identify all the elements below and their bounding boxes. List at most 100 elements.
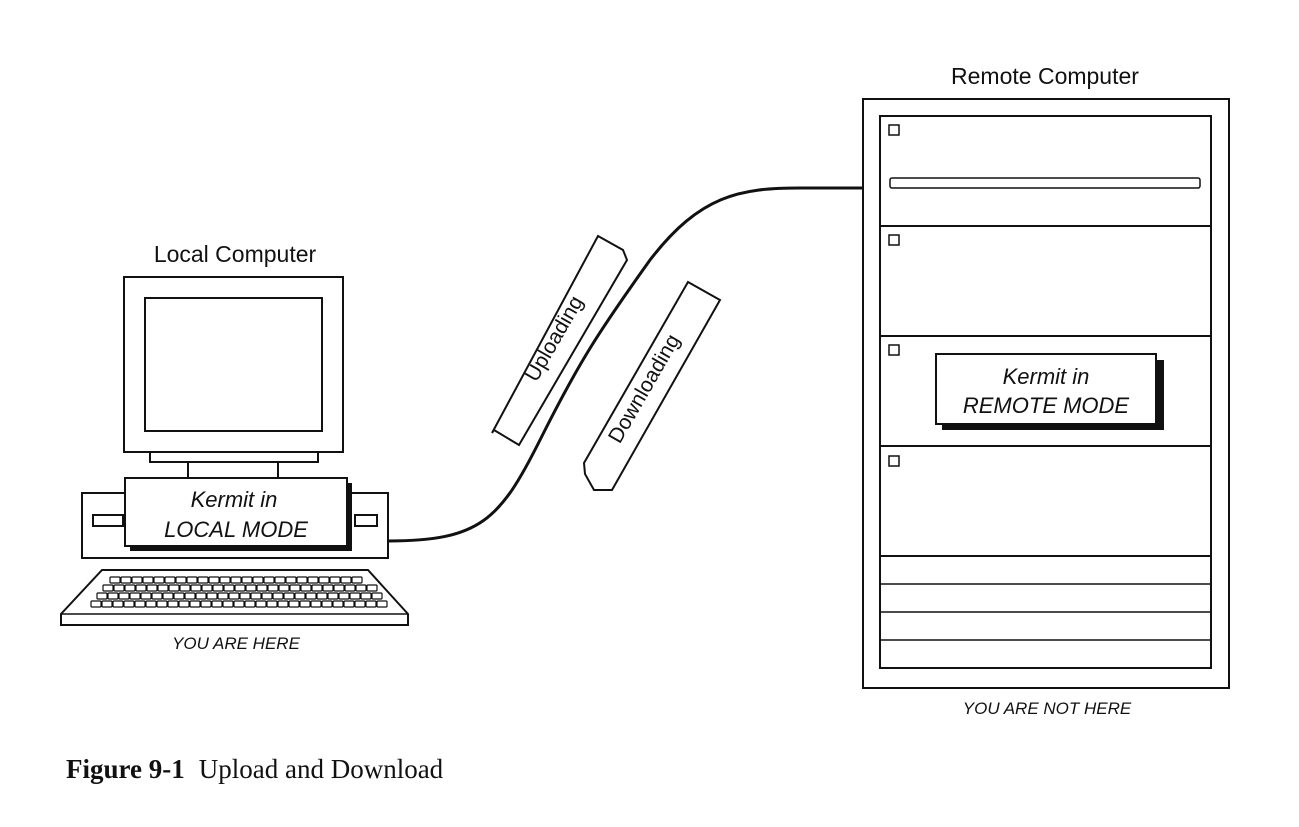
keyboard-key (318, 576, 330, 584)
remote-computer (862, 98, 1230, 689)
keyboard-key (343, 600, 355, 608)
keyboard-key (244, 600, 256, 608)
keyboard-key (338, 592, 350, 600)
keyboard-key (321, 600, 333, 608)
keyboard-key (164, 576, 176, 584)
keyboard-key (329, 576, 341, 584)
keyboard-key (118, 592, 130, 600)
keyboard-key (365, 600, 377, 608)
keyboard-key (157, 584, 169, 592)
keyboard-key (233, 600, 245, 608)
keyboard-key (234, 584, 246, 592)
local-mode-label-line1: Kermit in (191, 487, 278, 512)
keyboard-key (322, 584, 334, 592)
keyboard-key (175, 576, 187, 584)
keyboard-key (109, 576, 121, 584)
keyboard-key (217, 592, 229, 600)
local-mode-label-line2: LOCAL MODE (164, 517, 308, 542)
local-computer-title: Local Computer (154, 241, 317, 267)
remote-mode-label-box (935, 353, 1164, 430)
keyboard-key (173, 592, 185, 600)
keyboard-key (252, 576, 264, 584)
keyboard-key (311, 584, 323, 592)
keyboard-key (263, 576, 275, 584)
keyboard-key (134, 600, 146, 608)
local-computer (60, 276, 409, 626)
keyboard-key (96, 592, 108, 600)
keyboard-key (294, 592, 306, 600)
keyboard-key (305, 592, 317, 600)
keyboard-key (167, 600, 179, 608)
local-location-note: YOU ARE HERE (172, 634, 301, 653)
keyboard-key (201, 584, 213, 592)
download-arrow (582, 280, 722, 491)
remote-mode-label-line2: REMOTE MODE (963, 393, 1130, 418)
keyboard-key (212, 584, 224, 592)
keyboard-key (102, 584, 114, 592)
keyboard-key (162, 592, 174, 600)
keyboard-key (140, 592, 152, 600)
keyboard-key (223, 584, 235, 592)
keyboard-key (90, 600, 102, 608)
keyboard-key (376, 600, 388, 608)
keyboard-key (112, 600, 124, 608)
keyboard-key (123, 600, 135, 608)
keyboard-key (272, 592, 284, 600)
keyboard-key (344, 584, 356, 592)
keyboard-key (327, 592, 339, 600)
figure-number: Figure 9-1 (66, 754, 185, 784)
keyboard-key (200, 600, 212, 608)
connection-cable (387, 186, 863, 543)
keyboard-key (355, 584, 367, 592)
keyboard-key (129, 592, 141, 600)
keyboard-key (266, 600, 278, 608)
keyboard-key (197, 576, 209, 584)
keyboard-key (222, 600, 234, 608)
keyboard-key (267, 584, 279, 592)
keyboard-key (285, 576, 297, 584)
keyboard-key (299, 600, 311, 608)
keyboard-key (142, 576, 154, 584)
keyboard-key (360, 592, 372, 600)
keyboard-key (219, 576, 231, 584)
keyboard-key (156, 600, 168, 608)
keyboard-key (189, 600, 201, 608)
keyboard-key (261, 592, 273, 600)
figure-caption-text: Upload and Download (198, 754, 444, 784)
keyboard-key (371, 592, 383, 600)
keyboard-key (277, 600, 289, 608)
keyboard-key (131, 576, 143, 584)
keyboard-key (120, 576, 132, 584)
keyboard-key (316, 592, 328, 600)
keyboard-key (274, 576, 286, 584)
keyboard-key (278, 584, 290, 592)
keyboard-key (107, 592, 119, 600)
local-mode-label-box (124, 477, 352, 551)
upload-arrow (491, 234, 629, 447)
monitor (123, 276, 344, 478)
keyboard-key (146, 584, 158, 592)
keyboard-key (241, 576, 253, 584)
remote-location-note: YOU ARE NOT HERE (963, 699, 1132, 718)
keyboard-key (332, 600, 344, 608)
remote-computer-title: Remote Computer (951, 63, 1139, 89)
keyboard-key (349, 592, 361, 600)
keyboard-key (179, 584, 191, 592)
keyboard-key (300, 584, 312, 592)
keyboard-key (228, 592, 240, 600)
keyboard-key (296, 576, 308, 584)
keyboard-key (255, 600, 267, 608)
keyboard-key (113, 584, 125, 592)
keyboard-key (184, 592, 196, 600)
keyboard-key (124, 584, 136, 592)
keyboard-key (250, 592, 262, 600)
keyboard-key (153, 576, 165, 584)
keyboard-key (135, 584, 147, 592)
keyboard-key (283, 592, 295, 600)
keyboard-key (307, 576, 319, 584)
keyboard-key (190, 584, 202, 592)
keyboard-key (245, 584, 257, 592)
keyboard-key (333, 584, 345, 592)
keyboard-key (340, 576, 352, 584)
